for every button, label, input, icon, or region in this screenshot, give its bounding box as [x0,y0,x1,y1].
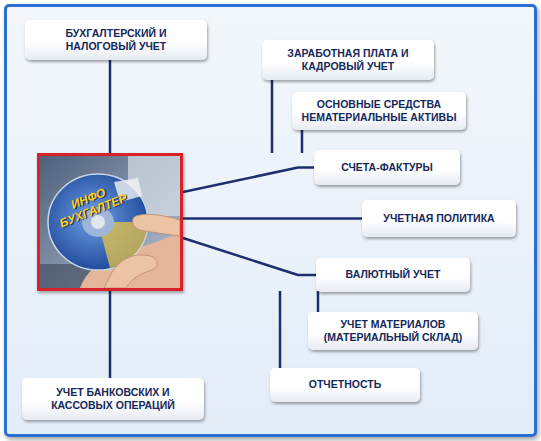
connector-line [109,60,112,153]
connector-line [279,291,282,368]
topic-box: ОТЧЕТНОСТЬ [270,368,420,402]
topic-text: ОСНОВНЫЕ СРЕДСТВА НЕМАТЕРИАЛЬНЫЕ АКТИВЫ [298,98,460,124]
topic-text: СЧЕТА-ФАКТУРЫ [341,161,433,174]
topic-box: СЧЕТА-ФАКТУРЫ [314,150,460,185]
connector-line [183,168,314,193]
topic-box: УЧЕТ МАТЕРИАЛОВ (МАТЕРИАЛЬНЫЙ СКЛАД) [308,312,478,350]
connector-line [183,238,316,275]
topic-box: УЧЕТ БАНКОВСКИХ И КАССОВЫХ ОПЕРАЦИЙ [22,378,204,420]
topic-box: БУХГАЛТЕРСКИЙ И НАЛОГОВЫЙ УЧЕТ [25,20,207,60]
topic-text: УЧЕТНАЯ ПОЛИТИКА [383,212,494,225]
connector-line [317,291,320,312]
topic-text: БУХГАЛТЕРСКИЙ И НАЛОГОВЫЙ УЧЕТ [31,27,201,53]
topic-box: УЧЕТНАЯ ПОЛИТИКА [362,200,516,237]
topic-box: ЗАРАБОТНАЯ ПЛАТА И КАДРОВЫЙ УЧЕТ [262,40,434,80]
topic-text: УЧЕТ БАНКОВСКИХ И КАССОВЫХ ОПЕРАЦИЙ [28,386,198,412]
connector-line [301,130,304,153]
topic-text: УЧЕТ МАТЕРИАЛОВ (МАТЕРИАЛЬНЫЙ СКЛАД) [314,318,472,344]
topic-box: ВАЛЮТНЫЙ УЧЕТ [316,258,470,292]
topic-text: ВАЛЮТНЫЙ УЧЕТ [346,268,441,281]
connector-line [183,217,362,220]
topic-box: ОСНОВНЫЕ СРЕДСТВА НЕМАТЕРИАЛЬНЫЕ АКТИВЫ [292,92,466,130]
connector-line [271,80,274,153]
topic-text: ОТЧЕТНОСТЬ [309,378,381,391]
product-image: ИНФО БУХГАЛТЕР [37,153,183,291]
topic-text: ЗАРАБОТНАЯ ПЛАТА И КАДРОВЫЙ УЧЕТ [268,47,428,73]
connector-line [109,291,112,378]
